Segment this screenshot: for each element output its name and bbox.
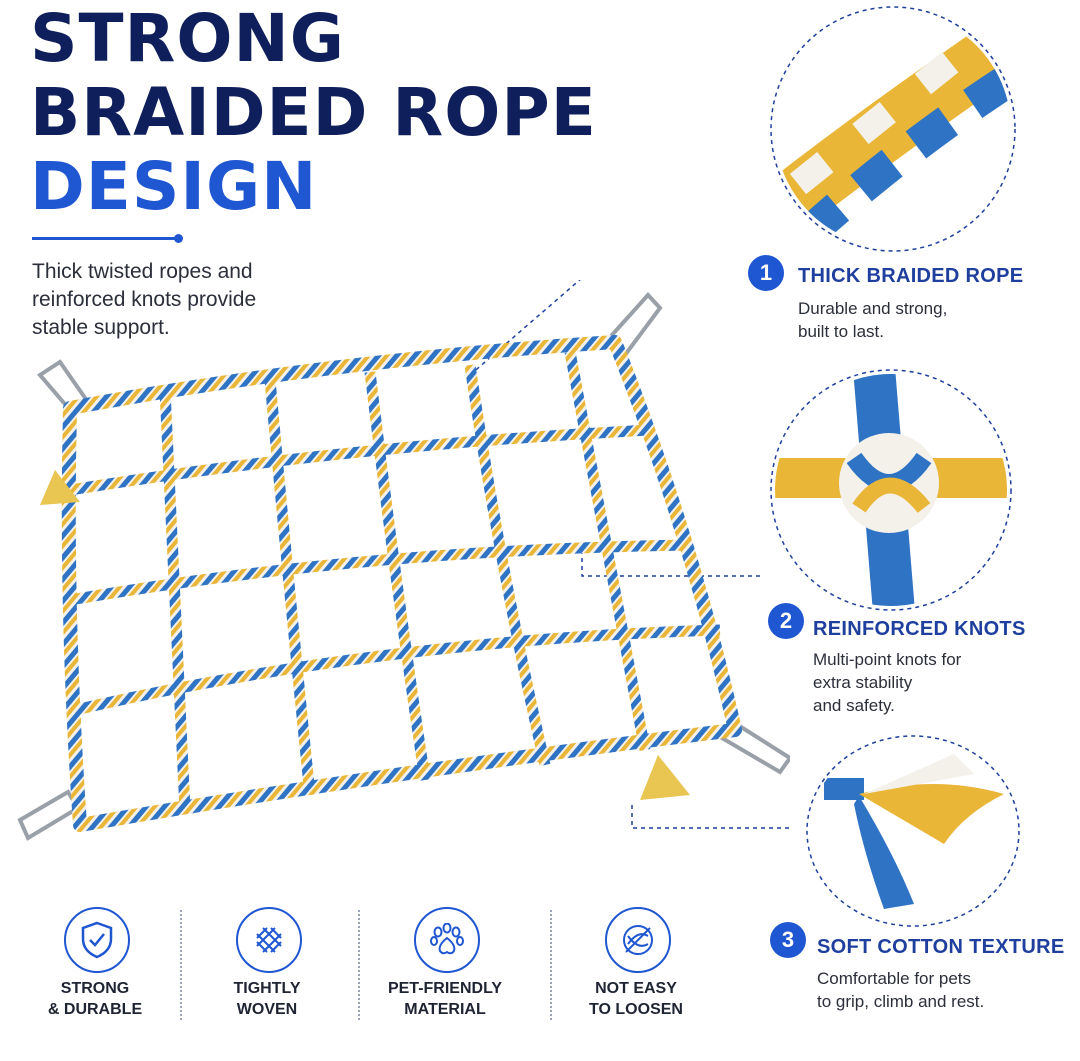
- carabiner-bottom-left: [17, 789, 81, 841]
- feature-desc-2-line-2: extra stability: [813, 673, 913, 692]
- badge-divider-1: [180, 910, 182, 1020]
- intro-line-2: reinforced knots provide: [32, 288, 257, 311]
- feature-desc-3: Comfortable for pets to grip, climb and …: [817, 967, 984, 1013]
- badge-label-strong-line-2: & DURABLE: [47, 1001, 143, 1018]
- badge-label-woven-line-1: TIGHTLY: [233, 980, 301, 997]
- feature-number-1: 1: [748, 255, 784, 291]
- rope-tassel-right: [640, 755, 690, 800]
- feature-desc-3-line-1: Comfortable for pets: [817, 969, 972, 988]
- badge-divider-3: [550, 910, 552, 1020]
- headline-line-1: STRONG: [30, 0, 345, 77]
- callout-leader-1: [469, 280, 581, 376]
- headline-underline: [32, 237, 178, 240]
- headline-line-2: BRAIDED ROPE: [30, 74, 597, 151]
- badge-label-pet-friendly-line-2: MATERIAL: [404, 1001, 486, 1018]
- feature-desc-2-line-3: and safety.: [813, 696, 895, 715]
- feature-desc-1-line-2: built to last.: [798, 322, 884, 341]
- rope-tassel-left: [40, 470, 80, 505]
- feature-desc-1-line-1: Durable and strong,: [798, 299, 948, 318]
- woven-mesh-icon: [236, 907, 302, 973]
- feature-desc-3-line-2: to grip, climb and rest.: [817, 992, 985, 1011]
- feature-desc-2-line-1: Multi-point knots for: [813, 650, 962, 669]
- feature-number-3: 3: [770, 922, 806, 958]
- intro-line-1: Thick twisted ropes and: [32, 260, 253, 283]
- badge-label-woven: TIGHTLY WOVEN: [202, 978, 332, 1020]
- badge-label-woven-line-2: WOVEN: [236, 1001, 298, 1018]
- badge-label-strong-line-1: STRONG: [60, 980, 130, 997]
- feature-number-2: 2: [768, 603, 804, 639]
- badge-label-not-loosen-line-2: TO LOOSEN: [589, 1001, 683, 1018]
- badge-label-not-loosen: NOT EASY TO LOOSEN: [571, 978, 701, 1020]
- feature-desc-2: Multi-point knots for extra stability an…: [813, 648, 961, 717]
- feature-title-3: SOFT COTTON TEXTURE: [817, 936, 1065, 958]
- callout-leader-3: [631, 805, 790, 829]
- net-vertical-ropes: [159, 350, 651, 811]
- paw-icon: [414, 907, 480, 973]
- detail-circle-knots: [770, 369, 1012, 611]
- headline-underline-dot: [174, 234, 183, 243]
- badge-label-not-loosen-line-1: NOT EASY: [595, 980, 677, 997]
- shield-check-icon: [64, 907, 130, 973]
- feature-title-1: THICK BRAIDED ROPE: [798, 265, 1024, 287]
- knot-lock-icon: [605, 907, 671, 973]
- badge-label-strong: STRONG & DURABLE: [30, 978, 160, 1020]
- badge-divider-2: [358, 910, 360, 1020]
- badge-label-pet-friendly-line-1: PET-FRIENDLY: [387, 980, 503, 997]
- detail-circle-cotton: [806, 735, 1020, 927]
- intro-text: Thick twisted ropes and reinforced knots…: [32, 258, 256, 342]
- feature-title-2: REINFORCED KNOTS: [813, 618, 1026, 640]
- headline-line-3: DESIGN: [30, 148, 318, 225]
- net-outer-rope: [61, 335, 742, 832]
- rope-net-illustration: [17, 280, 790, 841]
- badge-label-pet-friendly: PET-FRIENDLY MATERIAL: [380, 978, 510, 1020]
- feature-desc-1: Durable and strong, built to last.: [798, 297, 947, 343]
- detail-circle-braided-rope: [770, 6, 1016, 252]
- intro-line-3: stable support.: [32, 316, 170, 339]
